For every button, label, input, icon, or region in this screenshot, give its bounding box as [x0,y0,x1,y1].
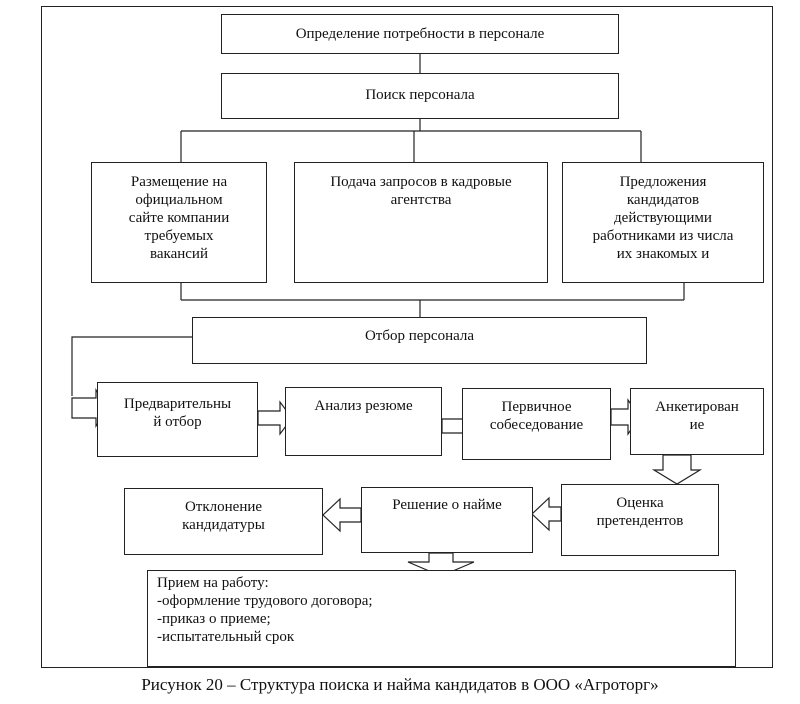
arrow-to-evaluation [651,454,703,485]
step-resume-label: Анализ резюме [314,398,413,414]
step-resume-box: Анализ резюме [285,387,442,456]
decision-label: Решение о найме [392,497,502,513]
step-prelim-label: Предварительны й отбор [123,396,232,430]
arrow-to-decision [531,496,562,532]
step-interview-box: Первичное собеседование [462,388,611,460]
selection-label: Отбор персонала [364,328,475,344]
step-survey-box: Анкетирован ие [630,388,764,455]
rejection-label: Отклонение кандидатуры [182,499,265,533]
connector-selection-left [71,336,192,396]
channel-website-box: Размещение на официальном сайте компании… [91,162,267,283]
arrow-to-hire [407,552,475,577]
step-prelim-box: Предварительны й отбор [97,382,258,457]
channel-referral-box: Предложения кандидатов действующими рабо… [562,162,764,283]
channel-agency-label: Подача запросов в кадровые агентства [330,174,512,208]
hire-title: Прием на работу: [157,575,269,591]
search-label: Поиск персонала [365,87,475,103]
hire-item: -приказ о приеме; [157,611,271,627]
hire-item: -испытательный срок [157,629,295,645]
rejection-box: Отклонение кандидатуры [124,488,323,555]
need-label: Определение потребности в персонале [295,26,545,42]
diagram-frame [41,6,773,668]
channel-referral-label: Предложения кандидатов действующими рабо… [592,174,734,262]
decision-box: Решение о найме [361,487,533,553]
selection-box: Отбор персонала [192,317,647,364]
arrow-to-rejection [322,497,362,533]
evaluation-box: Оценка претендентов [561,484,719,556]
step-interview-label: Первичное собеседование [489,399,584,433]
need-box: Определение потребности в персонале [221,14,619,54]
search-box: Поиск персонала [221,73,619,119]
channel-agency-box: Подача запросов в кадровые агентства [294,162,548,283]
channel-website-label: Размещение на официальном сайте компании… [128,174,230,262]
figure-caption: Рисунок 20 – Структура поиска и найма ка… [141,675,659,694]
hire-box: Прием на работу: -оформление трудового д… [147,570,736,667]
step-survey-label: Анкетирован ие [655,399,739,433]
evaluation-label: Оценка претендентов [596,495,684,529]
hire-item: -оформление трудового договора; [157,593,373,609]
